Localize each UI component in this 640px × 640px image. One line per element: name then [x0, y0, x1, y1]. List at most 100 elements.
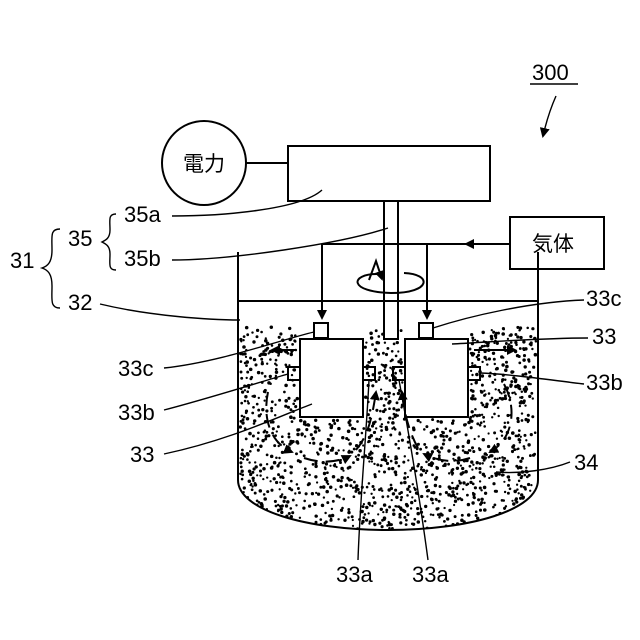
- particle: [387, 521, 389, 523]
- particle: [335, 452, 338, 455]
- particle: [245, 326, 249, 330]
- particle: [431, 462, 434, 465]
- particle: [483, 420, 485, 422]
- particle: [479, 525, 482, 528]
- particle: [357, 454, 360, 457]
- particle: [259, 489, 263, 493]
- particle: [266, 476, 268, 478]
- particle: [521, 412, 523, 414]
- particle: [314, 475, 317, 478]
- particle: [275, 375, 277, 377]
- particle: [411, 496, 413, 498]
- particle: [239, 425, 242, 428]
- particle: [305, 471, 308, 474]
- particle: [471, 468, 473, 470]
- particle: [275, 359, 278, 362]
- particle: [342, 498, 345, 501]
- particle: [264, 375, 267, 378]
- particle: [241, 415, 244, 418]
- particle: [393, 343, 396, 346]
- particle: [480, 390, 482, 392]
- particle: [450, 494, 453, 497]
- flow-right-bottom: [424, 454, 470, 461]
- particle: [435, 466, 437, 468]
- particle: [381, 495, 384, 498]
- particle: [485, 520, 488, 523]
- particle: [380, 436, 382, 438]
- particle: [389, 379, 392, 382]
- particle: [398, 465, 401, 468]
- particle: [456, 431, 458, 433]
- particle: [352, 487, 354, 489]
- particle: [535, 340, 538, 343]
- particle: [375, 427, 377, 429]
- particle: [511, 392, 513, 394]
- particle: [457, 456, 460, 459]
- particle: [240, 504, 243, 507]
- particle: [509, 487, 512, 490]
- particle: [508, 399, 511, 402]
- particle: [430, 491, 433, 494]
- particle: [308, 504, 311, 507]
- particle: [252, 340, 255, 343]
- particle: [341, 436, 344, 439]
- particle: [260, 502, 264, 506]
- particle: [514, 499, 517, 502]
- particle: [277, 504, 279, 506]
- particle: [472, 464, 474, 466]
- particle: [506, 460, 509, 463]
- particle: [407, 476, 409, 478]
- particle: [507, 338, 509, 340]
- particle: [294, 399, 297, 402]
- particle: [513, 448, 516, 451]
- particle: [400, 496, 403, 499]
- particle: [308, 474, 311, 477]
- leader-33c-right: [433, 300, 584, 328]
- particle: [256, 329, 259, 332]
- particle: [504, 369, 508, 373]
- particle: [519, 460, 522, 463]
- particle: [531, 503, 534, 506]
- particle: [367, 456, 371, 460]
- particle: [340, 459, 342, 461]
- particle: [443, 520, 446, 523]
- particle: [524, 513, 527, 516]
- particle: [324, 512, 326, 514]
- particle: [432, 502, 434, 504]
- particle: [469, 465, 472, 468]
- particle: [283, 391, 286, 394]
- particle: [524, 520, 526, 522]
- particle: [244, 400, 247, 403]
- particle: [453, 504, 455, 506]
- particle: [522, 509, 525, 512]
- particle: [269, 375, 272, 378]
- particle: [481, 455, 485, 459]
- particle: [483, 502, 485, 504]
- particle: [278, 457, 280, 459]
- particle: [342, 449, 344, 451]
- particle: [395, 473, 398, 476]
- particle: [519, 466, 522, 469]
- particle: [385, 376, 388, 379]
- particle: [270, 421, 273, 424]
- particle: [263, 353, 267, 357]
- particle: [472, 493, 476, 497]
- particle: [351, 427, 354, 430]
- particle: [267, 522, 270, 525]
- particle: [464, 526, 467, 529]
- particle: [472, 339, 475, 342]
- particle: [335, 488, 337, 490]
- particle: [465, 433, 468, 436]
- particle: [320, 442, 324, 446]
- particle: [304, 423, 307, 426]
- particle: [425, 472, 427, 474]
- particle: [260, 522, 263, 525]
- particle: [417, 520, 421, 524]
- particle: [404, 455, 406, 457]
- particle: [256, 335, 259, 338]
- particle: [270, 326, 273, 329]
- label-33-left: 33: [130, 442, 154, 467]
- particle: [469, 417, 472, 420]
- particle: [527, 483, 530, 486]
- particle: [514, 378, 517, 381]
